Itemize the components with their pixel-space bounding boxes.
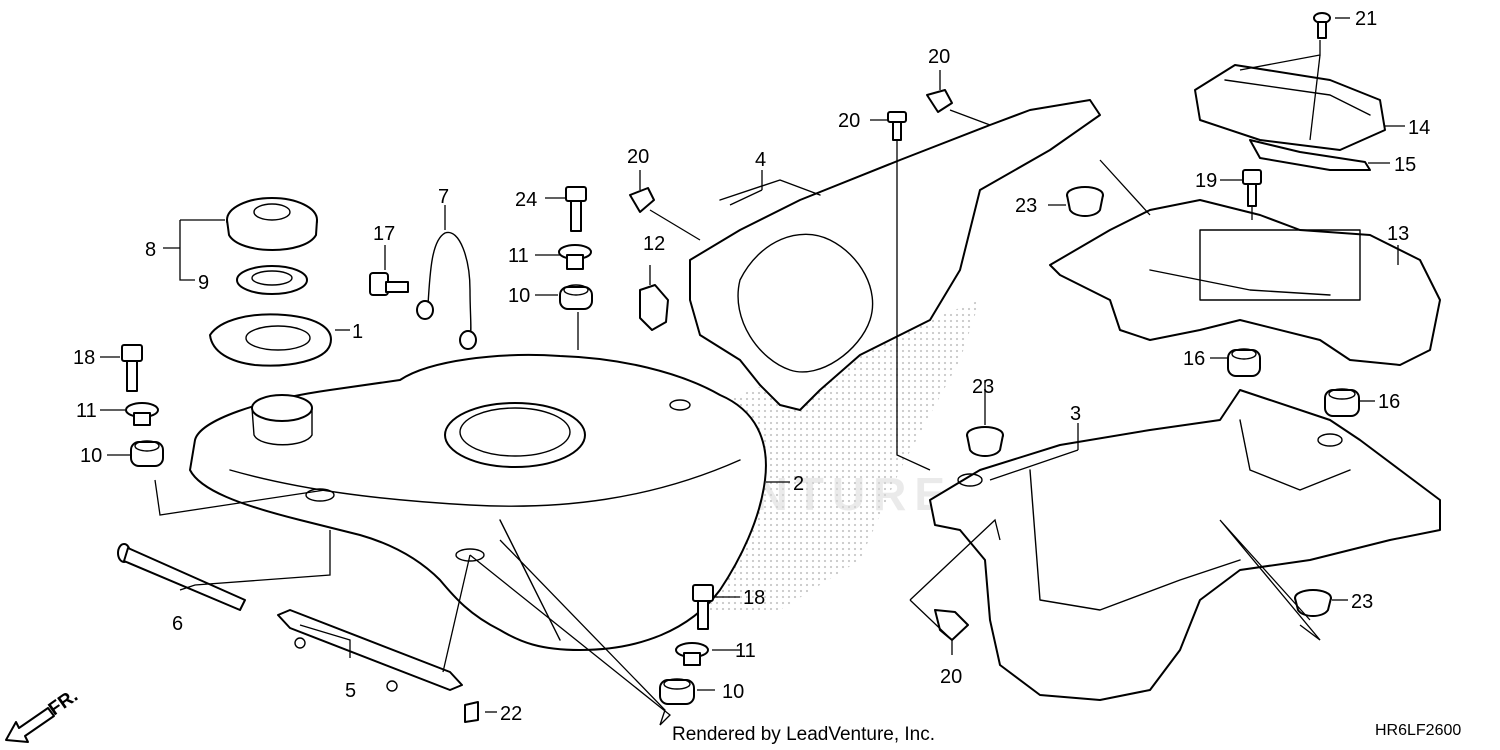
- grommet-16-a[interactable]: [1227, 348, 1261, 377]
- front-direction-indicator: FR.: [5, 685, 82, 743]
- callout-20-b[interactable]: 20: [838, 110, 860, 132]
- battery-box[interactable]: [1049, 199, 1441, 366]
- callout-labels: 1 2 3 4 5 6 7 8 9 10 10 10 11 11 11 12 1…: [73, 8, 1430, 725]
- callout-16-b[interactable]: 16: [1378, 391, 1400, 413]
- push-rivet-20-b[interactable]: [887, 111, 907, 141]
- callout-10-upper[interactable]: 10: [508, 285, 530, 307]
- callout-11-lower[interactable]: 11: [735, 640, 756, 662]
- callout-24[interactable]: 24: [515, 189, 537, 211]
- callout-20-c[interactable]: 20: [928, 46, 950, 68]
- grommet-10-left[interactable]: [130, 440, 164, 467]
- callout-5[interactable]: 5: [345, 680, 356, 702]
- callout-3[interactable]: 3: [1070, 403, 1081, 425]
- callout-18-left[interactable]: 18: [73, 347, 95, 369]
- grommet-10-lower[interactable]: [659, 678, 695, 705]
- side-cover-bracket[interactable]: [689, 99, 1101, 411]
- callout-7[interactable]: 7: [438, 186, 449, 208]
- callout-17[interactable]: 17: [373, 223, 395, 245]
- callout-22[interactable]: 22: [500, 703, 522, 725]
- fuel-cap[interactable]: [226, 197, 318, 251]
- filler-neck: [251, 394, 313, 422]
- callout-18-lower[interactable]: 18: [743, 587, 765, 609]
- fuel-pump-opening: [444, 402, 586, 468]
- grommet-16-b[interactable]: [1324, 388, 1360, 417]
- grommet-23-b[interactable]: [966, 426, 1004, 457]
- grommet-23-a[interactable]: [1066, 186, 1104, 217]
- callout-11-upper[interactable]: 11: [508, 245, 529, 267]
- bolt-24[interactable]: [565, 186, 587, 232]
- drawing-code: HR6LF2600: [1375, 722, 1461, 739]
- callout-12[interactable]: 12: [643, 233, 665, 255]
- tank-band[interactable]: [277, 609, 463, 692]
- callout-21[interactable]: 21: [1355, 8, 1377, 30]
- callout-20-d[interactable]: 20: [940, 666, 962, 688]
- filler-cup[interactable]: [209, 313, 332, 367]
- fuel-tank[interactable]: [189, 354, 767, 651]
- collar-11-lower[interactable]: [675, 642, 709, 666]
- callout-13[interactable]: 13: [1387, 223, 1409, 245]
- push-rivet-20-c[interactable]: [926, 89, 953, 113]
- callout-9[interactable]: 9: [198, 272, 209, 294]
- callout-10-left[interactable]: 10: [80, 445, 102, 467]
- collar-11-left[interactable]: [125, 402, 159, 426]
- bolt-19[interactable]: [1242, 169, 1262, 207]
- callout-10-lower[interactable]: 10: [722, 681, 744, 703]
- callout-2[interactable]: 2: [793, 473, 804, 495]
- callout-23-a[interactable]: 23: [1015, 195, 1037, 217]
- ecu-module[interactable]: [1194, 64, 1386, 151]
- clip-12[interactable]: [639, 284, 669, 331]
- front-arrow-icon: [5, 707, 55, 743]
- footer-credit: Rendered by LeadVenture, Inc.: [672, 724, 935, 745]
- ecu-pad[interactable]: [1249, 139, 1371, 171]
- grommet-23-c[interactable]: [1294, 589, 1332, 617]
- callout-20-a[interactable]: 20: [627, 146, 649, 168]
- callout-4[interactable]: 4: [755, 149, 766, 171]
- callout-11-left[interactable]: 11: [76, 400, 97, 422]
- callout-19[interactable]: 19: [1195, 170, 1217, 192]
- bolt-18-left[interactable]: [121, 344, 143, 392]
- callout-14[interactable]: 14: [1408, 117, 1430, 139]
- bolt-18-lower[interactable]: [692, 584, 714, 630]
- leader-lines: [100, 17, 1405, 726]
- callout-16-a[interactable]: 16: [1183, 348, 1205, 370]
- callout-23-b[interactable]: 23: [972, 376, 994, 398]
- clip-22[interactable]: [464, 701, 479, 723]
- callout-23-c[interactable]: 23: [1351, 591, 1373, 613]
- callout-8[interactable]: 8: [145, 239, 156, 261]
- tank-rod[interactable]: [117, 543, 246, 611]
- callout-15[interactable]: 15: [1394, 154, 1416, 176]
- cap-gasket[interactable]: [236, 265, 308, 295]
- collar-11-upper[interactable]: [558, 244, 592, 270]
- tether-cord[interactable]: [416, 231, 477, 350]
- grommet-10-upper[interactable]: [559, 284, 593, 310]
- push-rivet-20-a[interactable]: [629, 187, 655, 213]
- callout-1[interactable]: 1: [352, 321, 363, 343]
- skid-tray[interactable]: [929, 389, 1441, 701]
- drain-bolt-17[interactable]: [369, 272, 409, 296]
- push-rivet-20-d[interactable]: [934, 609, 969, 641]
- callout-6[interactable]: 6: [172, 613, 183, 635]
- screw-21[interactable]: [1313, 12, 1331, 39]
